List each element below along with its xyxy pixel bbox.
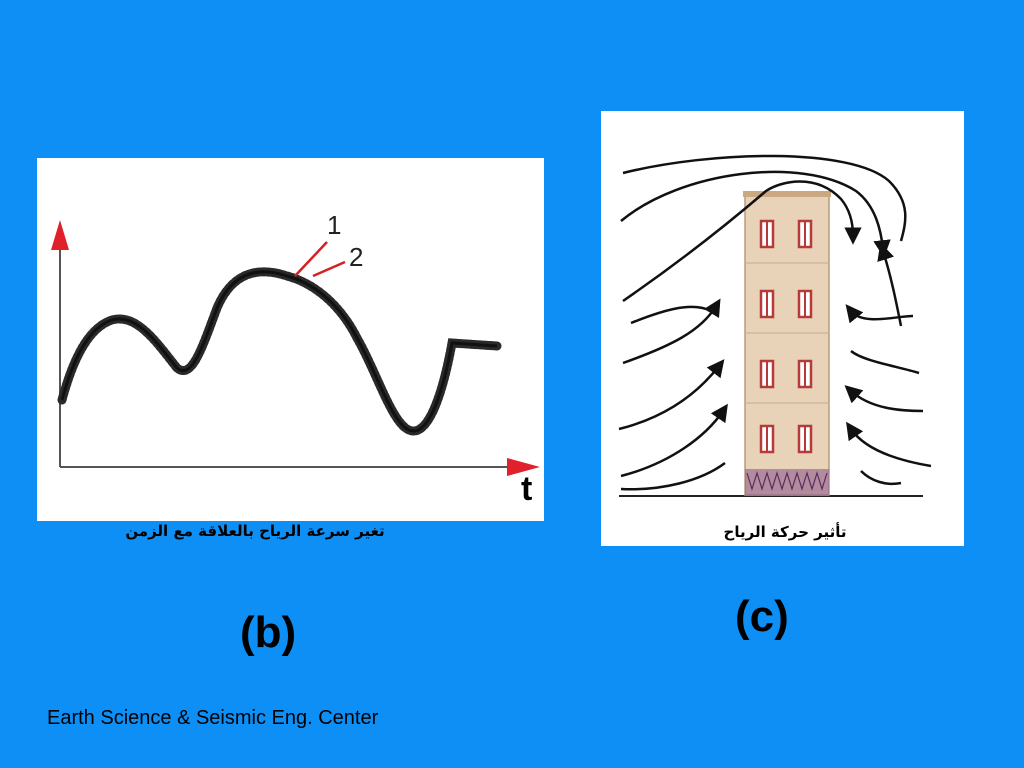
pointer-2 [312, 260, 346, 278]
wind-flow-svg [618, 154, 932, 497]
signal-noise-band [57, 267, 502, 436]
wind-streamlines [618, 154, 932, 491]
streamline [622, 180, 862, 303]
streamline [860, 470, 902, 486]
graph-caption: تغير سرعة الرياح بالعلاقة مع الزمن [125, 522, 385, 540]
streamline [845, 304, 914, 324]
streamline [844, 385, 924, 413]
streamline [846, 421, 932, 468]
streamline [618, 359, 725, 431]
curve-label-2: 2 [349, 242, 363, 272]
streamline [620, 170, 891, 258]
y-axis-arrow-icon [51, 220, 69, 250]
streamline [850, 349, 920, 375]
wind-flow-diagram [601, 111, 964, 546]
x-axis-arrow-icon [507, 458, 540, 476]
streamline [630, 305, 712, 325]
pointer-1 [294, 241, 328, 277]
curve-label-1: 1 [327, 210, 341, 240]
streamline [620, 461, 726, 491]
figure-label-b: (b) [240, 608, 297, 657]
building-roof [743, 191, 831, 197]
wind-speed-graph: t 1 2 [37, 158, 544, 521]
streamline [620, 403, 728, 478]
streamline [622, 298, 721, 365]
base-pattern [746, 470, 828, 492]
streamline [877, 242, 903, 327]
diagram-caption: تأثير حركة الرياح [723, 523, 847, 541]
streamline [622, 154, 907, 242]
mean-wind-curve [60, 270, 498, 433]
figure-label-c: (c) [735, 592, 789, 641]
wind-speed-graph-svg: t 1 2 [51, 210, 540, 508]
footer-organization: Earth Science & Seismic Eng. Center [47, 707, 379, 729]
building [744, 194, 830, 496]
x-axis-label: t [521, 470, 532, 508]
